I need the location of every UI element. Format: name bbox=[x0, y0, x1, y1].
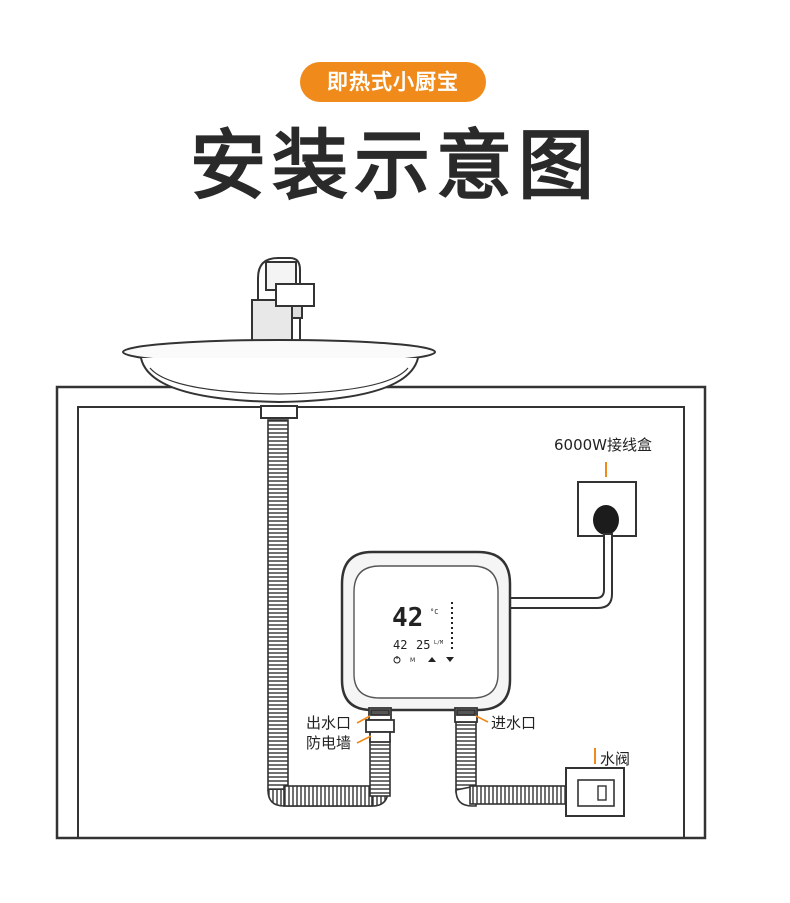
junction-box-label: 6000W接线盒 bbox=[554, 436, 652, 454]
set-temperature: 42 bbox=[393, 638, 407, 652]
main-temperature: 42 bbox=[392, 603, 423, 633]
heater-unit bbox=[340, 550, 512, 712]
flow-rate: 25 bbox=[416, 638, 430, 652]
page-title: 安装示意图 bbox=[190, 121, 600, 210]
down-arrow-icon[interactable] bbox=[446, 657, 454, 662]
heater-display: 42 °C 42 25 L/M M bbox=[392, 602, 454, 664]
up-arrow-icon[interactable] bbox=[428, 657, 436, 662]
inlet-label: 进水口 bbox=[491, 714, 536, 732]
faucet bbox=[251, 257, 315, 351]
drain-hose bbox=[267, 419, 391, 807]
water-valve: 水阀 bbox=[565, 748, 630, 817]
temperature-unit: °C bbox=[430, 608, 438, 616]
anti-shock-label: 防电墙 bbox=[306, 734, 351, 752]
valve-label: 水阀 bbox=[600, 750, 630, 768]
flow-unit: L/M bbox=[434, 640, 443, 646]
power-icon[interactable] bbox=[393, 656, 401, 664]
sink-basin bbox=[122, 339, 436, 419]
mode-icon[interactable]: M bbox=[410, 657, 415, 664]
inlet-connector bbox=[454, 707, 478, 723]
product-badge: 即热式小厨宝 bbox=[300, 62, 486, 102]
junction-box: 6000W接线盒 bbox=[554, 436, 652, 537]
power-cable bbox=[505, 533, 613, 609]
outlet-label: 出水口 bbox=[306, 714, 351, 732]
level-bar bbox=[451, 602, 453, 649]
